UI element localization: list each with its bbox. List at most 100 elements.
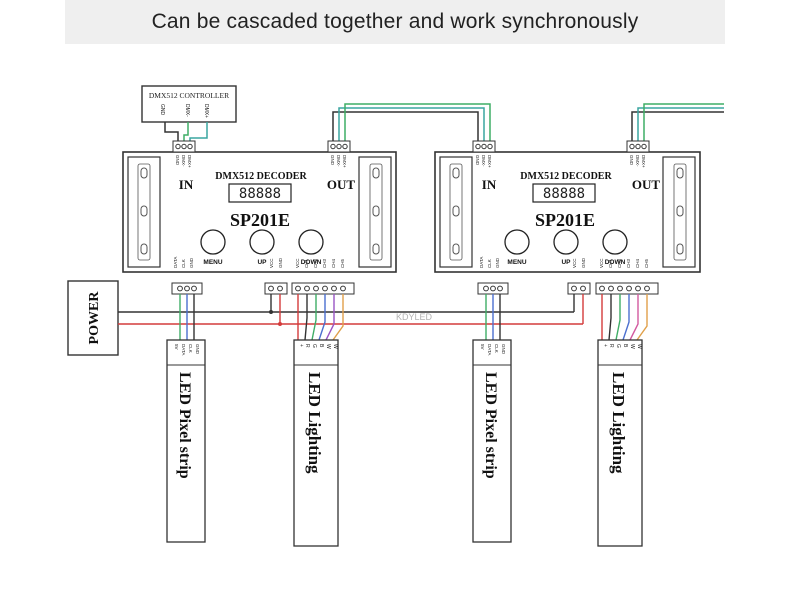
pin-label: R bbox=[304, 344, 310, 348]
decoder-1-display bbox=[228, 183, 292, 203]
decoder-1-pixel-strip-label: LED Pixel strip bbox=[176, 372, 193, 479]
pin-label: CLK bbox=[494, 344, 499, 353]
pin-label: GND bbox=[189, 257, 194, 268]
banner: Can be cascaded together and work synchr… bbox=[65, 0, 725, 44]
pin-label: DMX- bbox=[481, 155, 486, 167]
pin-label: B bbox=[318, 344, 324, 348]
pin-label: G bbox=[311, 344, 317, 348]
decoder-2-out-label: OUT bbox=[632, 177, 661, 192]
pin-label: VCC bbox=[572, 258, 577, 268]
watermark: KDYLED bbox=[396, 312, 433, 322]
decoder-1-power-port: VCC GND bbox=[264, 257, 288, 295]
decoder-1-in-terminal: GND DMX- DMX+ bbox=[172, 140, 196, 168]
pin-label: CH1 bbox=[304, 259, 309, 268]
decoder-2-in-label: IN bbox=[482, 177, 497, 192]
pin-label: CLK bbox=[487, 259, 492, 268]
decoder-1-down-label: DOWN bbox=[301, 259, 322, 266]
pin-label: DMX+ bbox=[641, 155, 646, 168]
decoder-1-down-button bbox=[298, 229, 324, 255]
pin-label: W bbox=[629, 344, 635, 349]
pin-label: CH4 bbox=[635, 259, 640, 268]
pin-label: R bbox=[608, 344, 614, 348]
pin-label: DMX+ bbox=[187, 155, 192, 168]
pin-label: 5V bbox=[480, 344, 485, 350]
decoder-2-menu-label: MENU bbox=[507, 259, 526, 266]
decoder-2-model: SP201E bbox=[535, 210, 595, 230]
pin-label: W bbox=[332, 344, 338, 349]
pin-label: DMX+ bbox=[342, 155, 347, 168]
decoder-2-down-label: DOWN bbox=[605, 259, 626, 266]
pin-label: GND bbox=[501, 344, 506, 355]
banner-title: Can be cascaded together and work synchr… bbox=[151, 10, 639, 33]
pin-label: CH1 bbox=[608, 259, 613, 268]
pin-label: VCC bbox=[599, 258, 604, 268]
decoder-2-up-label: UP bbox=[561, 259, 571, 266]
pin-label: + bbox=[298, 344, 304, 347]
pin-label: GND bbox=[330, 155, 335, 166]
controller-pin-label: DMX+ bbox=[203, 104, 209, 118]
decoder-1-pixel-strip: 5V DATA CLK GND LED Pixel strip bbox=[166, 339, 206, 543]
pin-label: W bbox=[325, 344, 331, 349]
pin-label: + bbox=[602, 344, 608, 347]
pin-label: GND bbox=[495, 257, 500, 268]
controller-pin-label: DMX- bbox=[184, 104, 190, 117]
lighting-strip-wires bbox=[297, 294, 648, 341]
pin-label: VCC bbox=[295, 258, 300, 268]
pin-label: GND bbox=[278, 257, 283, 268]
decoder-1-pwm-port: VCC CH1 CH2 CH3 CH4 CH5 bbox=[291, 258, 355, 295]
controller-title: DMX512 CONTROLLER bbox=[149, 91, 229, 100]
decoder-2-pixel-strip-label: LED Pixel strip bbox=[482, 372, 499, 479]
pin-label: CH5 bbox=[644, 259, 649, 268]
pin-label: CH3 bbox=[626, 259, 631, 268]
decoder-2-down-button bbox=[602, 229, 628, 255]
pin-label: GND bbox=[629, 155, 634, 166]
pin-label: CH3 bbox=[322, 259, 327, 268]
decoder-1-menu-button bbox=[200, 229, 226, 255]
decoder-1-out-terminal: GND DMX- DMX+ bbox=[327, 140, 351, 168]
dmx512-controller: DMX512 CONTROLLER GND DMX- DMX+ bbox=[141, 85, 237, 123]
pin-label: DMX- bbox=[181, 155, 186, 167]
cascade-link-wires bbox=[332, 103, 491, 141]
pin-label: GND bbox=[175, 155, 180, 166]
decoder-2-pixel-strip: 5V DATA CLK GND LED Pixel strip bbox=[472, 339, 512, 543]
decoder-2: IN OUT DMX512 DECODER 88888 SP201E MENU … bbox=[434, 140, 701, 295]
decoder-2-power-port: VCC GND bbox=[567, 257, 591, 295]
power-supply: POWER bbox=[67, 280, 119, 356]
power-bus-wires bbox=[118, 294, 584, 326]
pin-label: DATA bbox=[487, 344, 492, 355]
decoder-1-menu-label: MENU bbox=[203, 259, 222, 266]
power-label: POWER bbox=[87, 291, 102, 345]
pin-label: GND bbox=[195, 344, 200, 355]
decoder-1-out-label: OUT bbox=[327, 177, 356, 192]
decoder-2-up-button bbox=[553, 229, 579, 255]
pin-label: DATA bbox=[173, 257, 178, 268]
pin-label: DATA bbox=[479, 257, 484, 268]
decoder-1-title: DMX512 DECODER bbox=[215, 171, 307, 182]
decoder-1-model: SP201E bbox=[230, 210, 290, 230]
decoder-2-lighting-strip: + R G B W W LED Lighting bbox=[597, 339, 643, 547]
decoder-1-up-button bbox=[249, 229, 275, 255]
pin-label: B bbox=[622, 344, 628, 348]
decoder-2-in-terminal: GND DMX- DMX+ bbox=[472, 140, 496, 168]
pixel-strip-wires bbox=[179, 294, 501, 340]
pin-label: CLK bbox=[188, 344, 193, 353]
pin-label: CH2 bbox=[617, 259, 622, 268]
pin-label: VCC bbox=[269, 258, 274, 268]
pin-label: CH4 bbox=[331, 259, 336, 268]
pin-label: CH2 bbox=[313, 259, 318, 268]
decoder-1-lighting-strip: + R G B W W LED Lighting bbox=[293, 339, 339, 547]
decoder-2-menu-button bbox=[504, 229, 530, 255]
pin-label: DATA bbox=[181, 344, 186, 355]
pin-label: CLK bbox=[181, 259, 186, 268]
pin-label: DMX- bbox=[635, 155, 640, 167]
decoder-2-title: DMX512 DECODER bbox=[520, 171, 612, 182]
decoder-2-pwm-port: VCC CH1 CH2 CH3 CH4 CH5 bbox=[595, 258, 659, 295]
pin-label: GND bbox=[475, 155, 480, 166]
pin-label: W bbox=[636, 344, 642, 349]
decoder-2-out-terminal: GND DMX- DMX+ bbox=[626, 140, 650, 168]
pin-label: G bbox=[615, 344, 621, 348]
decoder-1: IN OUT DMX512 DECODER 88888 SP201E MENU … bbox=[122, 140, 397, 295]
pin-label: DMX- bbox=[336, 155, 341, 167]
decoder-1-in-label: IN bbox=[179, 177, 194, 192]
